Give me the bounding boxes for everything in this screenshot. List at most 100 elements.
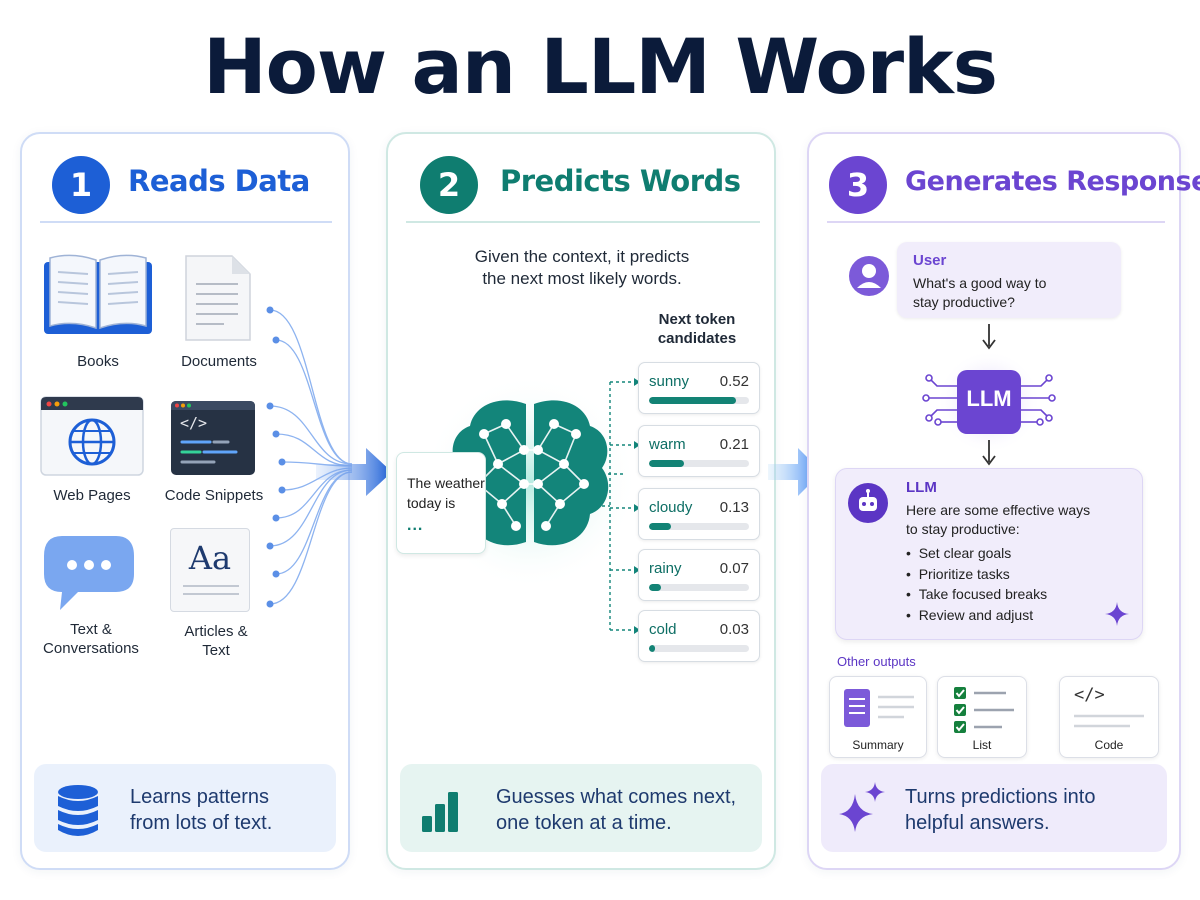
document-icon — [184, 254, 252, 347]
llm-response-bubble: LLM Here are some effective ways to stay… — [835, 468, 1143, 640]
list-item: • Review and adjust — [906, 606, 1034, 623]
prediction-branches — [596, 378, 640, 634]
candidate-token: sunny 0.52 — [638, 362, 760, 414]
llm-bullet-list: • Set clear goals • Prioritize tasks • T… — [906, 543, 1047, 625]
llm-chip-icon — [922, 350, 1056, 454]
bullet-text: Set clear goals — [918, 545, 1012, 561]
step-panel-generates-responses: 3 Generates Responses User What's a good… — [807, 132, 1200, 870]
user-message-line-2: stay productive? — [913, 294, 1015, 310]
candidates-heading-2: candidates — [657, 330, 737, 347]
candidate-word: cold — [649, 621, 677, 638]
flow-arrow-icon — [316, 448, 392, 496]
probability-fill — [649, 460, 684, 467]
title-divider — [406, 221, 760, 223]
description-line-2: the next most likely words. — [482, 269, 682, 288]
description-line-1: Given the context, it predicts — [474, 247, 690, 266]
candidates-heading-1: Next token — [658, 311, 736, 328]
step-number-badge: 3 — [829, 156, 887, 214]
typography-text: Aa — [188, 539, 232, 577]
list-item: • Take focused breaks — [906, 586, 1048, 602]
step-footer: Learns patterns from lots of text. — [34, 764, 336, 852]
step-title: Generates Responses — [905, 166, 1200, 197]
summary-document-icon — [844, 689, 914, 727]
probability-bar — [649, 397, 749, 404]
step-footer: Turns predictions into helpful answers. — [821, 764, 1167, 852]
candidate-token: rainy 0.07 — [638, 549, 760, 601]
user-avatar-icon — [849, 256, 889, 296]
probability-fill — [649, 523, 671, 530]
source-label-conversations: Conversations — [43, 640, 139, 657]
step-footer: Guesses what comes next, one token at a … — [400, 764, 762, 852]
source-label-web-pages: Web Pages — [53, 487, 131, 504]
probability-bar — [649, 645, 749, 652]
step-title: Predicts Words — [500, 164, 741, 198]
step-number-badge: 1 — [52, 156, 110, 214]
candidate-token: cloudy 0.13 — [638, 488, 760, 540]
down-arrow-icon — [982, 440, 996, 466]
source-label-text-and: Text & — [70, 621, 112, 638]
probability-bar — [649, 523, 749, 530]
candidate-probability: 0.13 — [719, 499, 749, 516]
user-message-line-1: What's a good way to — [913, 275, 1047, 291]
list-item: • Set clear goals — [906, 545, 1012, 561]
footer-line-2: from lots of text. — [130, 812, 273, 834]
probability-fill — [649, 645, 655, 652]
bullet-text: Take focused breaks — [918, 586, 1048, 602]
probability-fill — [649, 584, 661, 591]
code-icon: </> — [1074, 685, 1105, 705]
robot-avatar-icon — [848, 483, 888, 523]
source-label-code-snippets: Code Snippets — [164, 487, 264, 504]
sparkle-icon — [839, 782, 885, 832]
list-item: • Prioritize tasks — [906, 565, 1010, 582]
footer-line-2: one token at a time. — [496, 812, 672, 834]
candidate-token: warm 0.21 — [638, 425, 760, 477]
candidate-probability: 0.21 — [719, 436, 749, 453]
probability-bar — [649, 584, 749, 591]
probability-fill — [649, 397, 736, 404]
code-icon-text: </> — [180, 414, 208, 432]
candidate-word: warm — [649, 436, 686, 453]
context-input-bubble: The weather today is ... — [396, 452, 486, 554]
step-number-badge: 2 — [420, 156, 478, 214]
down-arrow-icon — [982, 324, 996, 350]
footer-line-1: Learns patterns — [130, 786, 269, 808]
context-ellipsis: ... — [407, 517, 424, 534]
llm-intro-line-1: Here are some effective ways — [906, 502, 1091, 518]
footer-line-1: Turns predictions into — [905, 786, 1096, 808]
book-icon — [42, 252, 154, 345]
bar-chart-icon — [420, 784, 470, 839]
bullet-text: Review and adjust — [918, 606, 1034, 623]
footer-line-2: helpful answers. — [905, 812, 1050, 834]
output-card-code: </> Code — [1059, 676, 1159, 758]
candidate-probability: 0.52 — [719, 373, 749, 390]
other-outputs-label: Other outputs — [837, 654, 916, 669]
candidate-probability: 0.03 — [719, 621, 749, 638]
code-window-icon: </> — [170, 400, 256, 481]
output-card-label: List — [972, 738, 992, 752]
candidate-token: cold 0.03 — [638, 610, 760, 662]
llm-chip-label: LLM — [966, 386, 1012, 411]
output-card-label: Summary — [852, 738, 904, 752]
source-label-articles-and: Articles & — [184, 623, 248, 640]
chat-bubble-icon — [42, 534, 136, 619]
output-card-list: List — [937, 676, 1027, 758]
candidate-word: cloudy — [649, 499, 693, 516]
llm-label: LLM — [906, 479, 937, 496]
bullet-text: Prioritize tasks — [918, 565, 1010, 582]
typography-icon: Aa — [170, 528, 250, 612]
title-divider — [827, 221, 1165, 223]
context-text-2: today is — [407, 495, 456, 511]
candidate-word: sunny — [649, 373, 690, 390]
source-label-books: Books — [77, 353, 119, 370]
page-title: How an LLM Works — [203, 22, 998, 111]
step-panel-predicts-words: 2 Predicts Words Given the context, it p… — [386, 132, 776, 870]
web-page-icon — [40, 396, 144, 481]
probability-bar — [649, 460, 749, 467]
title-divider — [40, 221, 332, 223]
llm-intro-line-2: to stay productive: — [906, 521, 1020, 537]
output-card-label: Code — [1094, 738, 1124, 752]
candidate-word: rainy — [649, 560, 682, 577]
database-icon — [56, 784, 100, 843]
context-text-1: The weather — [407, 475, 485, 491]
footer-line-1: Guesses what comes next, — [496, 786, 737, 808]
